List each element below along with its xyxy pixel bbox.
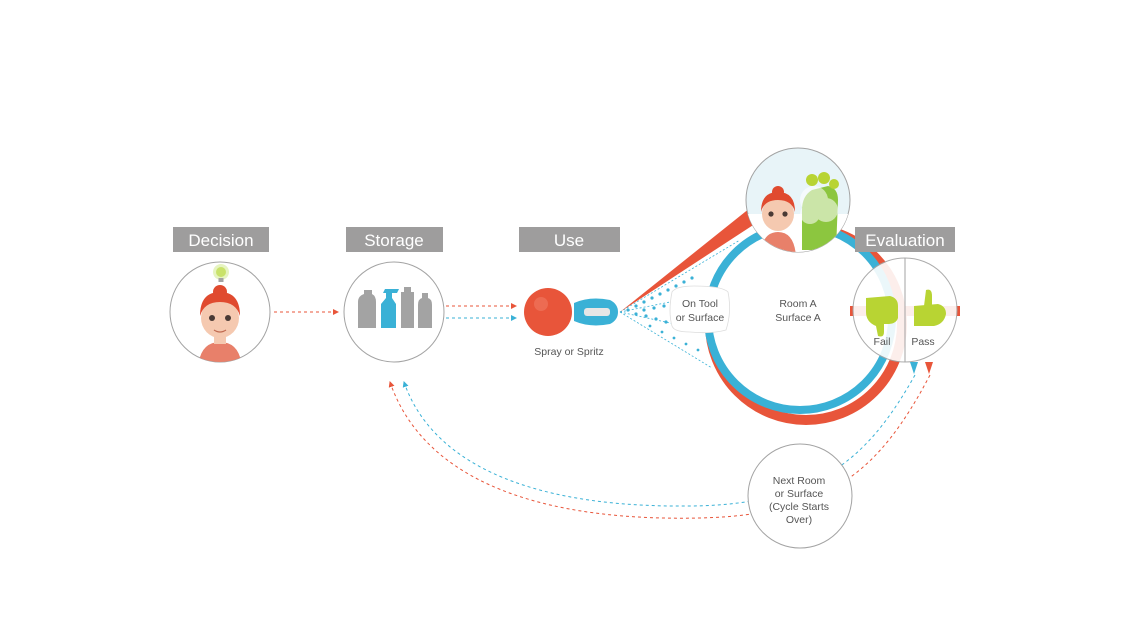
evaluation-node: Evaluation Fail Pass (850, 227, 960, 374)
fail-arrow-red (925, 362, 933, 374)
bottle-jug-icon (358, 290, 376, 328)
mist-cloud (800, 186, 838, 224)
next-label-line2: or Surface (775, 488, 824, 500)
pass-label: Pass (911, 336, 934, 348)
decision-header-label: Decision (188, 231, 253, 250)
room-label-line2: Surface A (775, 312, 821, 324)
next-label-line4: Over) (786, 514, 812, 526)
storage-header: Storage (346, 227, 443, 252)
return-path-blue (402, 374, 916, 507)
thumbs-down-icon (866, 296, 898, 337)
next-room-node: Next Room or Surface (Cycle Starts Over) (747, 443, 853, 549)
return-path-red (388, 374, 931, 519)
use-header-label: Use (554, 231, 584, 250)
evaluation-header-label: Evaluation (865, 231, 944, 250)
target-bubble: On Tool or Surface (669, 285, 730, 334)
lightbulb-icon (213, 264, 229, 282)
room-label-line1: Room A (779, 298, 816, 310)
bottle-small-icon (418, 293, 432, 328)
decision-node (169, 261, 271, 363)
storage-node (343, 261, 445, 363)
use-header: Use (519, 227, 620, 252)
target-label-line1: On Tool (682, 298, 718, 310)
spray-bulb-icon (524, 288, 572, 336)
spray-bottle-icon (381, 289, 399, 328)
use-caption: Spray or Spritz (534, 346, 603, 358)
pass-arrow-blue (910, 362, 918, 374)
next-label-line1: Next Room (773, 475, 826, 487)
next-label-line3: (Cycle Starts (769, 501, 829, 513)
fail-label: Fail (874, 336, 891, 348)
decision-header: Decision (173, 227, 269, 252)
bottle-tall-icon (401, 287, 414, 328)
use-node: Spray or Spritz (524, 288, 618, 358)
storage-header-label: Storage (364, 231, 424, 250)
target-label-line2: or Surface (676, 312, 725, 324)
sprayer-nozzle-icon (574, 298, 618, 326)
thumbs-up-icon (914, 289, 946, 326)
